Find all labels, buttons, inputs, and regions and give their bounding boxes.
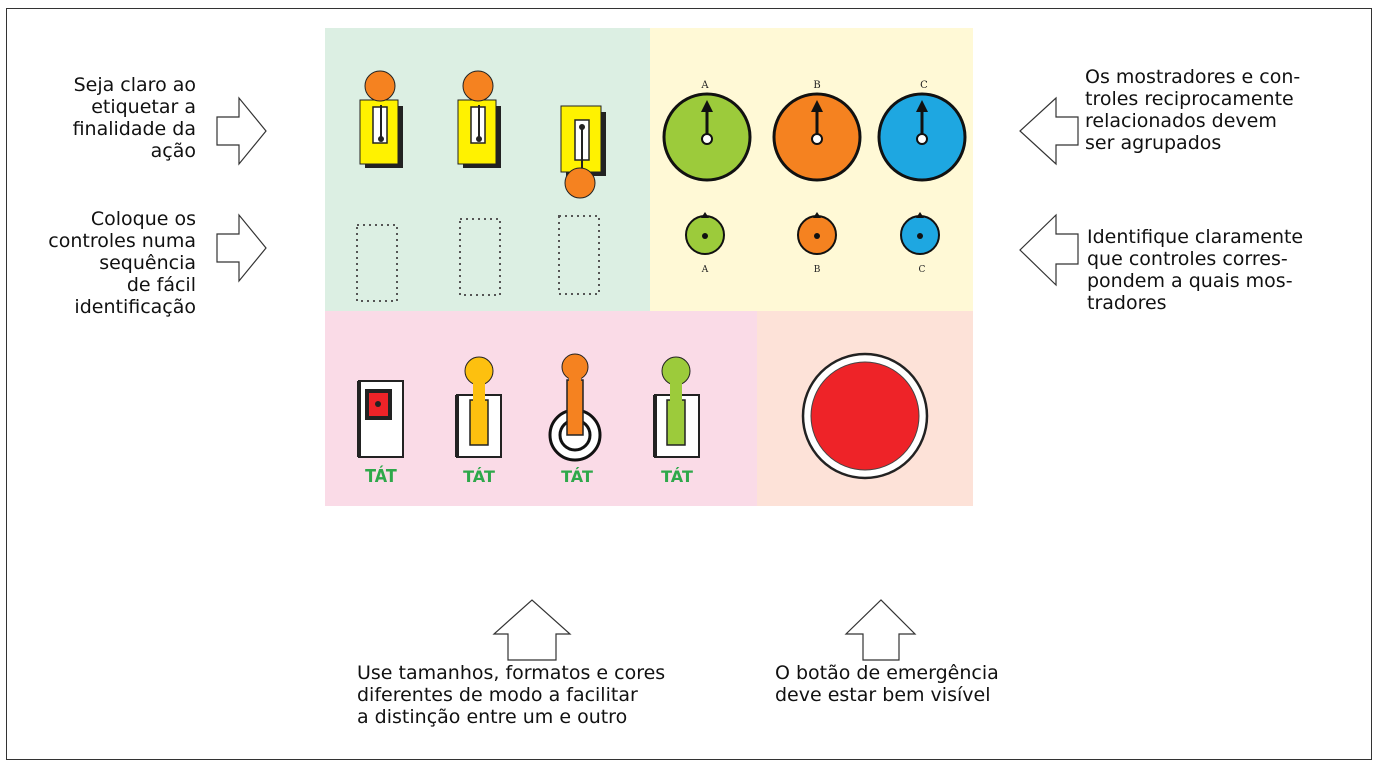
toggle-switch-down xyxy=(560,105,606,199)
dial-label-top: C xyxy=(920,80,928,91)
lever-switch-green xyxy=(653,356,700,458)
arrow-up-icon xyxy=(844,599,917,661)
knob-label: B xyxy=(814,265,821,275)
switch-label: TÁT xyxy=(561,467,593,486)
toggle-switch-up xyxy=(359,70,403,168)
dial-label-top: A xyxy=(700,80,709,91)
note-correspondence: Identifique claramente que controles cor… xyxy=(1087,226,1304,314)
emergency-button xyxy=(801,352,929,480)
lever-switch-ring xyxy=(548,353,602,462)
dial-gauge-b: B xyxy=(772,80,862,182)
note-label-purpose: Seja claro ao etiquetar a finalidade da … xyxy=(72,74,196,162)
arrow-left-icon xyxy=(1019,213,1079,287)
arrow-right-icon xyxy=(216,96,267,166)
dial-gauge-c: C xyxy=(877,80,967,182)
arrow-left-icon xyxy=(1019,96,1079,166)
note-grouping: Os mostradores e con- troles reciprocame… xyxy=(1085,66,1301,154)
knob-label: C xyxy=(919,265,926,275)
knob-a: A xyxy=(685,212,725,275)
rocker-switch xyxy=(357,380,404,458)
toggle-switch-up xyxy=(457,70,501,168)
empty-slot-placeholder xyxy=(558,215,600,295)
arrow-up-icon xyxy=(492,599,572,661)
dial-label-top: B xyxy=(813,80,820,91)
empty-slot-placeholder xyxy=(356,224,398,302)
knob-label: A xyxy=(701,265,709,275)
note-sequence: Coloque os controles numa sequência de f… xyxy=(48,208,196,318)
arrow-right-icon xyxy=(216,213,267,283)
note-distinction: Use tamanhos, formatos e cores diferente… xyxy=(357,662,666,728)
lever-switch-yellow xyxy=(455,356,502,458)
note-emergency: O botão de emergência deve estar bem vis… xyxy=(775,662,999,706)
empty-slot-placeholder xyxy=(459,218,501,296)
knob-c: C xyxy=(900,212,940,275)
knob-b: B xyxy=(797,212,837,275)
switch-label: TÁT xyxy=(463,467,495,486)
switch-label: TÁT xyxy=(365,464,397,486)
dial-gauge-a: A xyxy=(662,80,752,182)
switch-label: TÁT xyxy=(661,467,693,486)
